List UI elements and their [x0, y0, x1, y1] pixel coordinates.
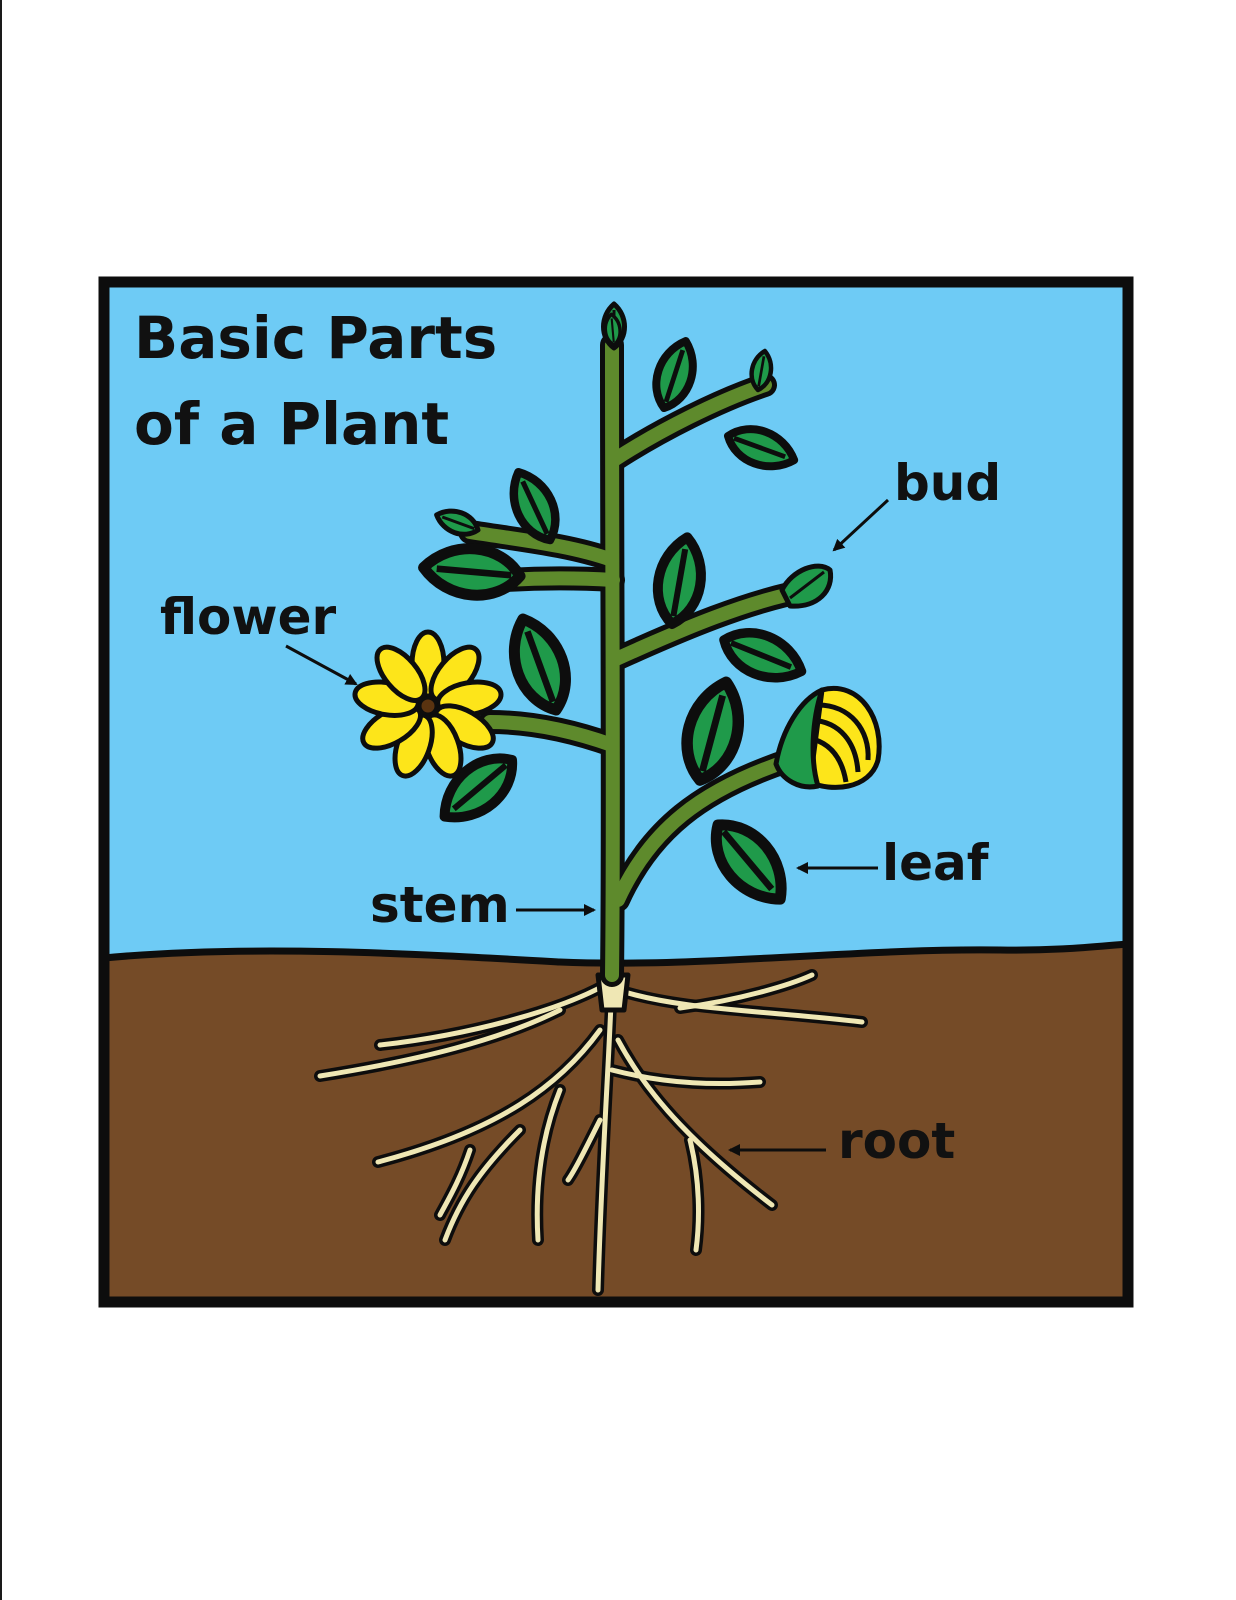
stem-label: stem — [370, 876, 510, 934]
root-label: root — [838, 1112, 955, 1170]
soil-ground — [100, 940, 1132, 1306]
diagram-frame — [98, 276, 1134, 1308]
flower-half-open — [773, 686, 882, 790]
page-left-edge — [0, 0, 2, 1600]
label-arrows — [285, 498, 890, 1156]
title-line-1: Basic Parts — [134, 304, 497, 372]
leaf-label: leaf — [882, 834, 990, 892]
bud — [779, 563, 834, 609]
flower-arrow — [285, 644, 358, 686]
flower-open — [352, 629, 504, 779]
title-line-2: of a Plant — [134, 390, 449, 458]
bud-label: bud — [894, 454, 1001, 512]
bud-arrow — [832, 498, 890, 552]
roots — [314, 969, 868, 1296]
flower-label: flower — [160, 588, 337, 646]
